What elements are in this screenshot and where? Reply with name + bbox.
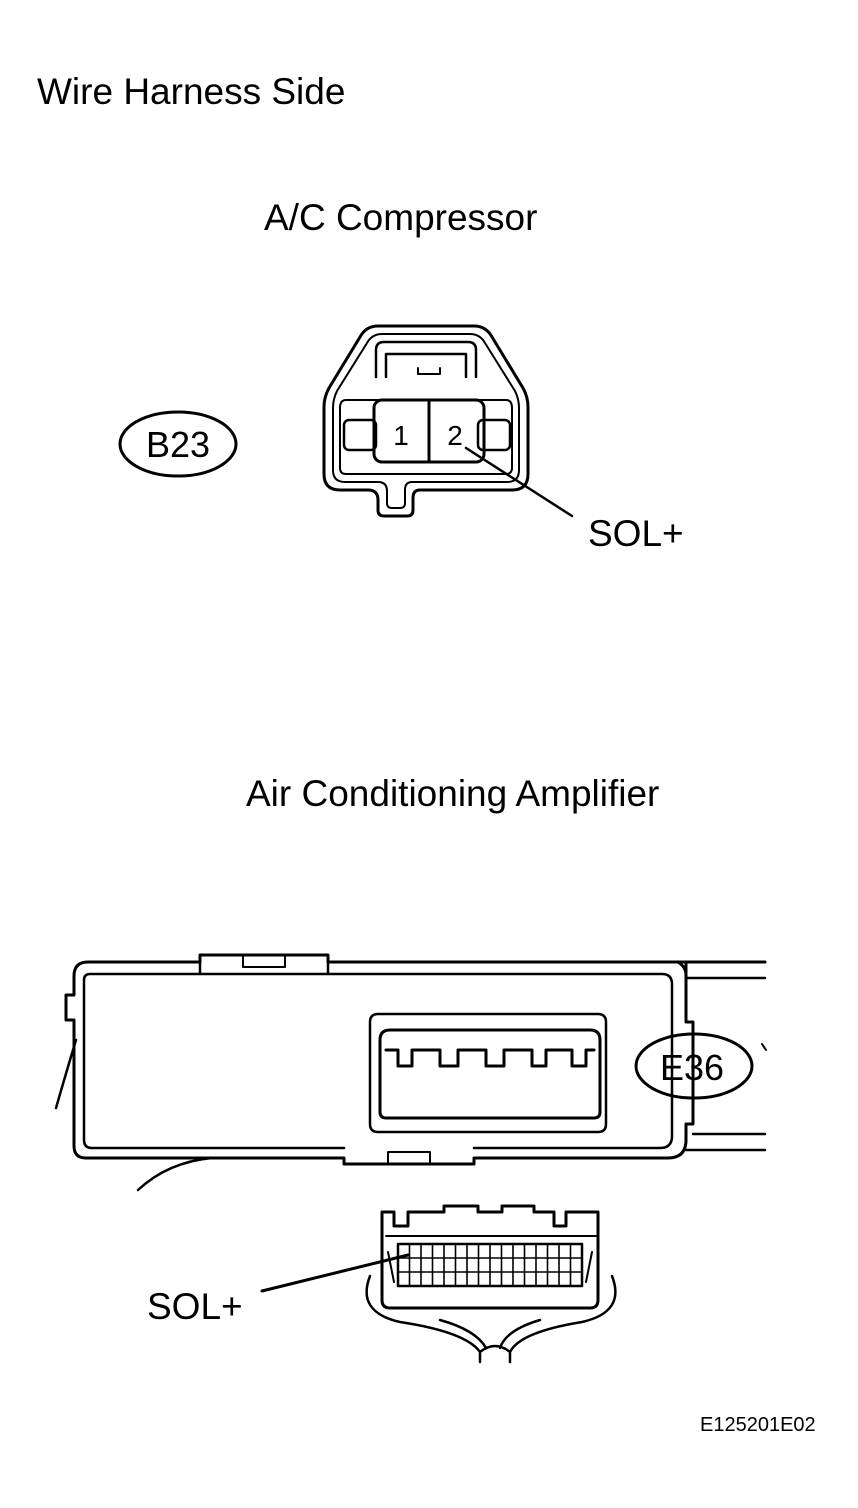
harness-plug-housing [380, 1204, 600, 1310]
pin-2-label: 2 [447, 420, 463, 451]
amplifier-housing-inner [82, 960, 674, 1150]
page-title: Wire Harness Side [37, 71, 346, 112]
pin-1-label: 1 [393, 420, 409, 451]
amplifier-unit [54, 953, 767, 1192]
compressor-housing-inner [332, 333, 520, 509]
e36-label: E36 [660, 1047, 724, 1088]
figure-code: E125201E02 [700, 1414, 816, 1436]
b23-label: B23 [146, 424, 210, 465]
amplifier-socket-inner [378, 1028, 602, 1120]
b23-oval [118, 410, 238, 478]
compressor-sol-leader [464, 446, 574, 518]
amplifier-sol-leader [260, 1253, 410, 1293]
compressor-connector: 1 2 [322, 324, 530, 518]
harness-plug [365, 1204, 617, 1364]
e36-oval [634, 1032, 754, 1100]
compressor-housing-outer [322, 324, 530, 518]
compressor-title: A/C Compressor [264, 197, 538, 238]
compressor-latch [374, 340, 478, 379]
amplifier-title: Air Conditioning Amplifier [246, 773, 660, 814]
amplifier-socket-keys [384, 1048, 596, 1068]
compressor-sol-label: SOL+ [588, 513, 684, 554]
harness-wire-bundle [365, 1274, 617, 1364]
amplifier-sol-label: SOL+ [147, 1286, 243, 1327]
amplifier-socket-outer [368, 1012, 608, 1134]
